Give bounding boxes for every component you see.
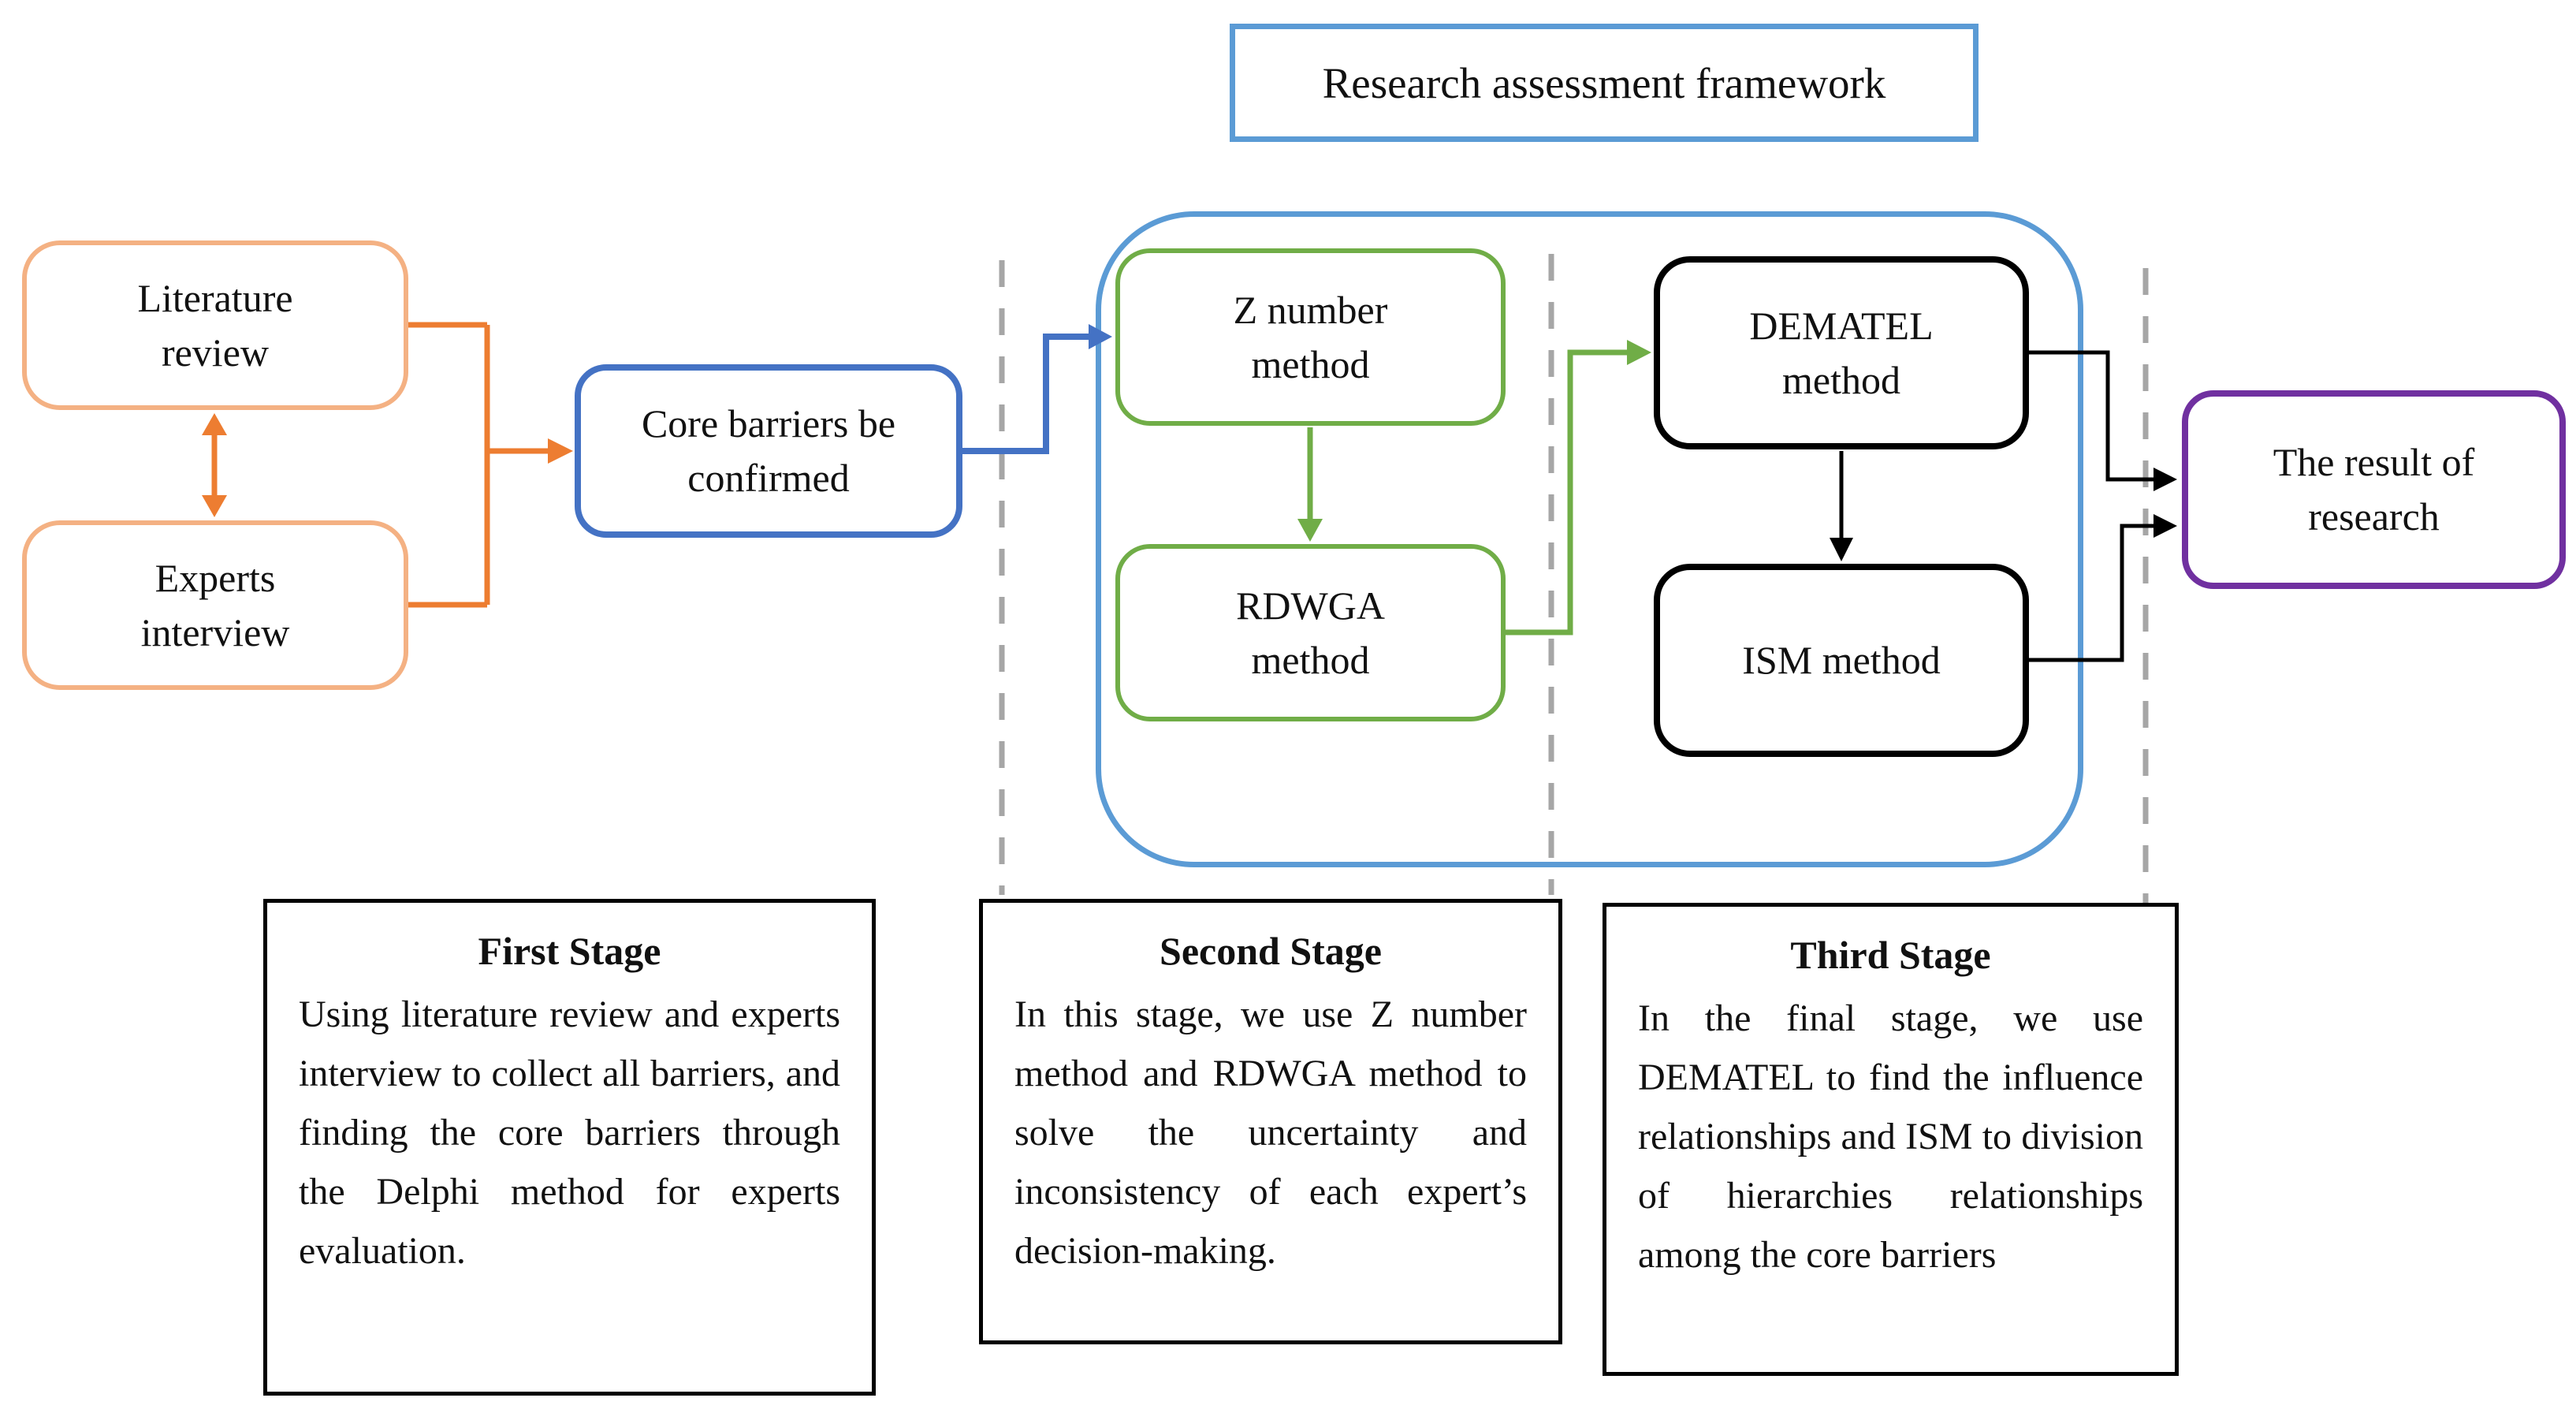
connector-ism-to-result xyxy=(2029,524,2155,662)
node-literature-review: Literature review xyxy=(22,240,408,410)
node-dematel-line1: DEMATEL xyxy=(1749,303,1934,348)
arrowhead-into-ism xyxy=(1830,538,1853,561)
stage-second-body: In this stage, we use Z number method an… xyxy=(1014,993,1527,1272)
stage-third-body: In the final stage, we use DEMATEL to fi… xyxy=(1638,997,2143,1276)
node-result-of-research: The result of research xyxy=(2182,390,2566,589)
connector-core-to-znumber xyxy=(962,334,1090,454)
node-rdwga-method: RDWGA method xyxy=(1115,544,1506,721)
node-core-barriers-line1: Core barriers be xyxy=(641,401,896,445)
node-z-number-line1: Z number xyxy=(1233,287,1388,332)
node-dematel-method: DEMATEL method xyxy=(1654,256,2029,449)
arrowhead-dematel-into-result xyxy=(2153,468,2177,491)
node-dematel-line2: method xyxy=(1782,357,1900,402)
node-core-barriers-confirmed: Core barriers be confirmed xyxy=(575,364,962,538)
stage-box-third: Third Stage In the final stage, we use D… xyxy=(1603,903,2179,1376)
node-rdwga-line1: RDWGA xyxy=(1236,583,1385,628)
node-experts-interview-line1: Experts xyxy=(154,555,276,600)
stage-box-first: First Stage Using literature review and … xyxy=(263,899,876,1396)
stage-second-title: Second Stage xyxy=(1160,929,1382,973)
node-ism-method: ISM method xyxy=(1654,564,2029,757)
node-result-line1: The result of xyxy=(2273,440,2475,484)
stage-box-second: Second Stage In this stage, we use Z num… xyxy=(979,899,1562,1344)
node-z-number-line2: method xyxy=(1251,341,1370,386)
arrowhead-ism-into-result xyxy=(2153,514,2177,538)
node-literature-review-line2: review xyxy=(161,330,270,375)
connector-rdwga-to-dematel xyxy=(1506,349,1629,636)
node-experts-interview: Experts interview xyxy=(22,520,408,690)
node-rdwga-line2: method xyxy=(1251,637,1370,682)
arrowhead-up-literature xyxy=(202,413,227,435)
node-experts-interview-line2: interview xyxy=(140,609,290,654)
arrowhead-into-rdwga xyxy=(1297,519,1323,542)
node-ism-line1: ISM method xyxy=(1742,638,1941,682)
node-core-barriers-line2: confirmed xyxy=(687,456,850,500)
node-literature-review-line1: Literature xyxy=(137,275,293,320)
arrowhead-into-znumber xyxy=(1089,324,1112,349)
node-result-line2: research xyxy=(2308,494,2440,539)
framework-title-text: Research assessment framework xyxy=(1322,58,1886,107)
framework-title-box: Research assessment framework xyxy=(1230,24,1979,142)
arrowhead-into-core xyxy=(548,438,573,464)
stage-first-title: First Stage xyxy=(478,929,661,973)
arrowhead-down-experts xyxy=(202,495,227,517)
connector-dematel-to-result xyxy=(2029,350,2155,482)
stage-first-body: Using literature review and experts inte… xyxy=(299,993,840,1272)
arrowhead-into-dematel xyxy=(1627,340,1651,365)
node-z-number-method: Z number method xyxy=(1115,248,1506,426)
framework-container-outline xyxy=(1096,211,2083,867)
stage-third-title: Third Stage xyxy=(1790,933,1991,977)
connector-sources-to-core xyxy=(408,322,549,608)
